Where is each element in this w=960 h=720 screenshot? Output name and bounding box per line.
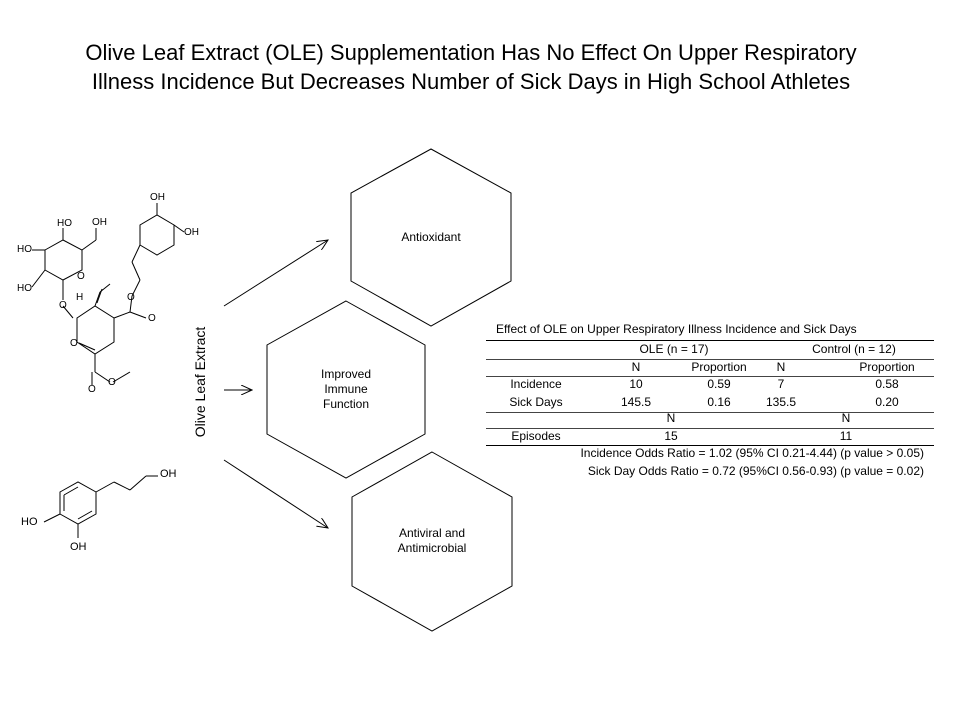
o-label: O: [59, 300, 67, 311]
table-rule: [486, 412, 934, 413]
table-column-header: N Proportion N Proportion: [486, 360, 936, 377]
cell-value: 15: [664, 429, 678, 443]
cell-value: 145.5: [620, 395, 652, 409]
table-row: Sick Days 145.5 0.16 135.5 0.20: [486, 395, 936, 412]
oh-label: OH: [160, 468, 177, 480]
cell-value: 0.20: [875, 395, 899, 409]
o-label: O: [148, 313, 156, 324]
arrow-to-antiviral: [223, 459, 328, 528]
hexagon-label-immune: Improved Immune Function: [286, 367, 406, 412]
row-label: Incidence: [510, 377, 562, 391]
page-title: Olive Leaf Extract (OLE) Supplementation…: [85, 40, 857, 94]
cell-value: 135.5: [765, 395, 797, 409]
cell-value: 10: [629, 377, 643, 391]
table-group-header: OLE (n = 17) Control (n = 12): [486, 342, 936, 359]
cell-value: 0.58: [875, 377, 899, 391]
o-label: O: [77, 271, 85, 282]
hexagon-antioxidant: [350, 148, 512, 327]
episodes-header: N N: [486, 411, 936, 428]
hexagon-label-antiviral: Antiviral and Antimicrobial: [372, 526, 492, 556]
h-label: H: [76, 292, 84, 303]
col-n: N: [666, 411, 676, 425]
benzene-ring: [59, 481, 97, 525]
hydroxytyrosol-structure: [43, 475, 158, 538]
col-n: N: [631, 360, 641, 374]
row-label: Episodes: [511, 429, 561, 443]
col-n: N: [841, 411, 851, 425]
ho-label: HO: [17, 283, 32, 294]
hexagon-label-line: Function: [322, 397, 370, 411]
col-n: N: [776, 360, 786, 374]
hexagon-label-line: Immune: [324, 382, 368, 396]
oh-label: OH: [184, 227, 199, 238]
oleuropein-structure: [31, 203, 185, 385]
oh-label: OH: [92, 217, 107, 228]
o-label: O: [108, 377, 116, 388]
table-rule: [486, 428, 934, 429]
hexagon-label-line: Antiviral and: [398, 526, 466, 540]
ho-label: HO: [17, 244, 32, 255]
cell-value: 0.16: [707, 395, 731, 409]
table-rule: [486, 359, 934, 360]
arrow-to-antioxidant: [223, 240, 328, 307]
table-rule: [486, 376, 934, 377]
hexagon-label-antioxidant: Antioxidant: [401, 230, 461, 244]
cell-value: 0.59: [707, 377, 731, 391]
o-label: O: [70, 338, 78, 349]
row-label: Sick Days: [509, 395, 563, 409]
catechol-ring: [139, 214, 175, 256]
table-rule: [486, 445, 934, 446]
cell-value: 11: [839, 429, 853, 443]
ho-label: HO: [21, 516, 38, 528]
hexagon-label-line: Improved: [320, 367, 372, 381]
o-label: O: [88, 384, 96, 395]
table-row: Incidence 10 0.59 7 0.58: [486, 377, 936, 394]
sick-day-odds-ratio-note: Sick Day Odds Ratio = 0.72 (95%CI 0.56-0…: [587, 464, 924, 478]
incidence-odds-ratio-note: Incidence Odds Ratio = 1.02 (95% CI 0.21…: [580, 446, 924, 460]
table-rule: [486, 340, 934, 341]
olive-leaf-extract-label: Olive Leaf Extract: [192, 326, 208, 438]
o-label: O: [127, 292, 135, 303]
hexagon-antiviral: [351, 451, 513, 632]
hexagon-immune: [266, 300, 426, 479]
table-row: Episodes 15 11: [486, 429, 936, 446]
cell-value: 7: [777, 377, 785, 391]
group-control: Control (n = 12): [812, 342, 896, 356]
col-proportion: Proportion: [691, 360, 747, 374]
hexagon-label-line: Antimicrobial: [397, 541, 467, 555]
table-caption: Effect of OLE on Upper Respiratory Illne…: [496, 322, 857, 336]
oh-label: OH: [150, 192, 165, 203]
oh-label: OH: [70, 541, 87, 553]
group-ole: OLE (n = 17): [639, 342, 709, 356]
col-proportion: Proportion: [859, 360, 915, 374]
pyran-ring: [76, 305, 115, 355]
oh-label: HO: [57, 218, 72, 229]
